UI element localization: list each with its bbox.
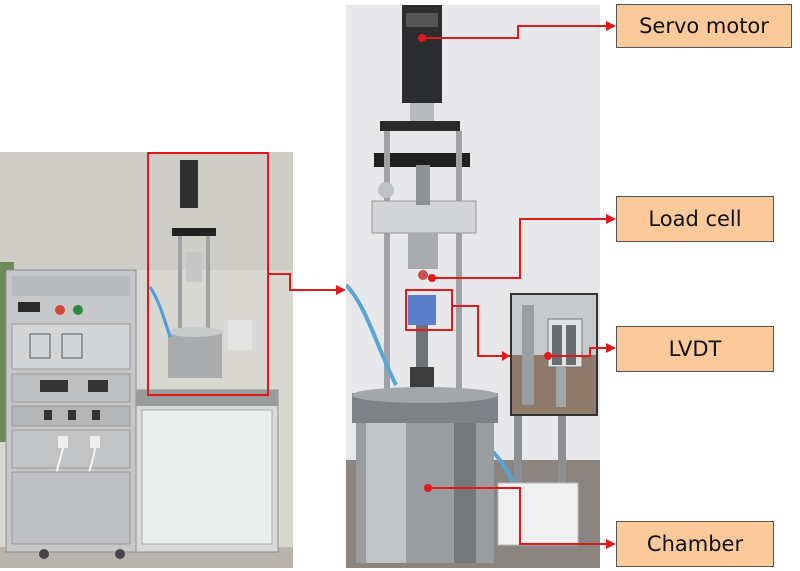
arrowhead-inset [502, 351, 510, 361]
leader-overview-to-closeup [268, 273, 336, 291]
dot-chamber [424, 484, 432, 492]
callout-load-cell: Load cell [616, 196, 774, 242]
leader-lvdt [548, 347, 606, 357]
arrowhead-load-cell [606, 214, 616, 224]
closeup-photo-drawing [346, 5, 600, 568]
arrowhead-lvdt [606, 343, 616, 353]
leader-chamber [428, 487, 606, 545]
callout-lvdt: LVDT [616, 326, 774, 372]
lvdt-inset-photo [510, 293, 598, 416]
leader-spring-to-inset [452, 305, 510, 357]
highlight-box-overview [147, 152, 269, 396]
arrowhead-overview [336, 285, 346, 295]
overview-photo [0, 152, 293, 568]
dot-lvdt [544, 352, 552, 360]
overview-photo-drawing [0, 152, 293, 568]
leader-load-cell [432, 218, 606, 279]
arrowhead-chamber [606, 539, 616, 549]
dot-load-cell [428, 274, 436, 282]
callout-chamber: Chamber [616, 521, 774, 567]
leader-servo-motor [422, 25, 606, 39]
arrowhead-servo-motor [606, 21, 616, 31]
lvdt-inset-drawing [512, 295, 596, 414]
callout-servo-motor: Servo motor [616, 4, 792, 48]
closeup-photo [346, 5, 600, 568]
highlight-box-spring [405, 289, 453, 331]
dot-servo-motor [418, 34, 426, 42]
